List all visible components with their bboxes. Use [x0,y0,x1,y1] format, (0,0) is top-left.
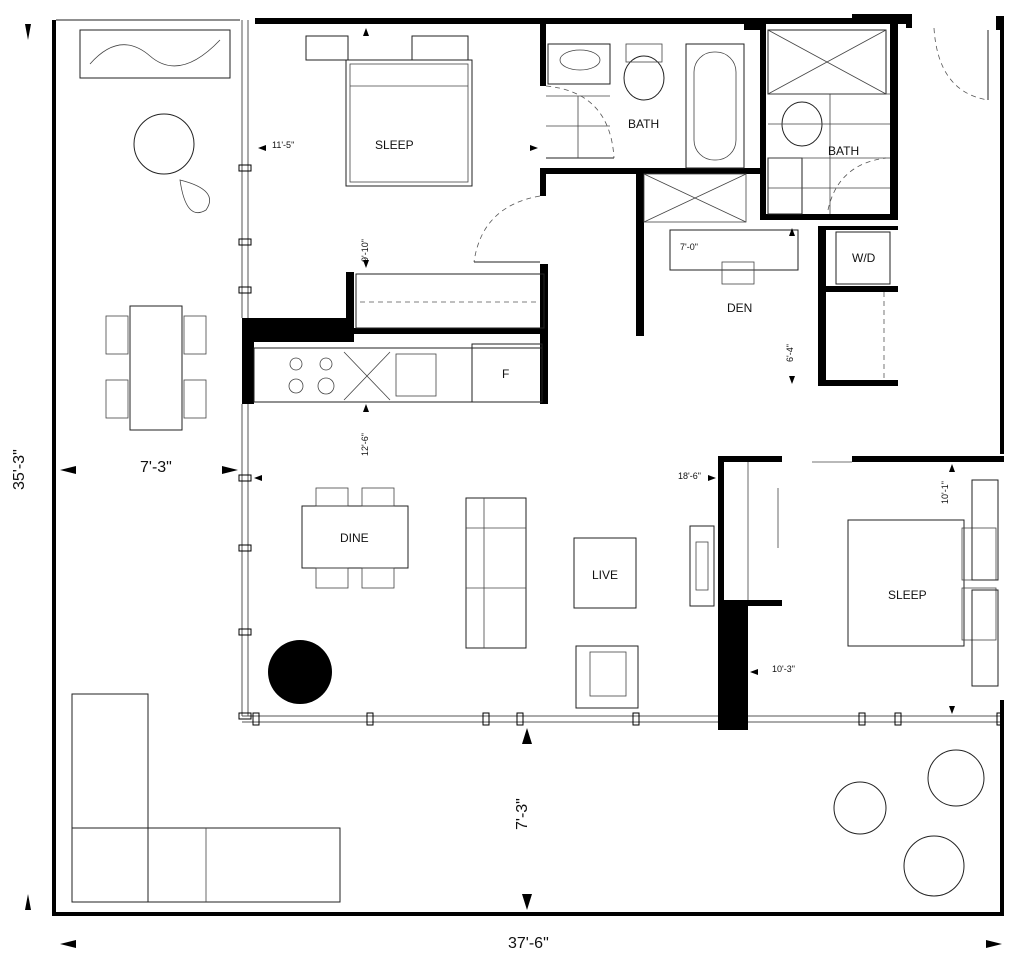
room-label-bath-1: BATH [628,117,659,131]
doors [473,27,989,600]
window-mullion [238,164,252,172]
dim-den-width: 7'-0" [680,242,698,252]
window-mullion [858,712,866,726]
window-mullion [238,474,252,482]
window-mullion [238,544,252,552]
dim-den-depth: 6'-4" [785,344,795,362]
window-mullion [482,712,490,726]
room-label-sleep-2: SLEEP [888,588,927,602]
exterior-walls [242,14,1004,730]
dim-sleep-1-depth: 9'-10" [360,239,370,262]
window-mullions [238,164,1004,726]
dimension-arrows [25,24,1002,948]
dim-balcony-left-depth: 7'-3" [140,459,172,476]
window-mullion [238,628,252,636]
terrace-outline [52,19,1004,916]
room-label-fridge: F [502,367,509,381]
window-mullion [894,712,902,726]
room-label-den: DEN [727,301,752,315]
room-label-dine: DINE [340,531,369,545]
window-mullion [366,712,374,726]
room-label-live: LIVE [592,568,618,582]
room-labels: SLEEP BATH BATH W/D DEN F DINE LIVE SLEE… [340,117,927,602]
living-set [465,497,715,709]
dim-sleep-1-width: 11'-5" [272,140,294,150]
dim-sleep-2-depth: 10'-1" [940,481,950,504]
sleep-1-bed [305,35,473,187]
kitchen-cabinets [253,173,891,403]
dim-kitchen-depth: 12'-6" [360,433,370,456]
sleep-2-bed [847,479,999,687]
window-mullion [996,712,1004,726]
dim-balcony-bottom-depth: 7'-3" [514,798,531,830]
room-label-laundry: W/D [852,251,876,265]
dim-overall-depth: 35'-3" [11,449,28,490]
room-label-bath-2: BATH [828,144,859,158]
glazing [241,20,1000,723]
bath-2-fixtures [767,29,890,215]
bath-1-fixtures [546,43,745,169]
window-mullion [238,286,252,294]
window-mullion [238,712,252,720]
window-mullion [252,712,260,726]
dim-overall-width: 37'-6" [508,935,549,952]
window-mullion [632,712,640,726]
interior-walls [354,24,1004,730]
dim-living-width: 18'-6" [678,471,701,481]
window-mullion [516,712,524,726]
terrace-furniture [71,29,985,903]
dimension-labels: 11'-5" 9'-10" 7'-0" 6'-4" 12'-6" 18'-6" … [11,140,950,952]
dining-set [268,487,409,704]
window-mullion [238,238,252,246]
room-label-sleep-1: SLEEP [375,138,414,152]
dim-sleep-2-width: 10'-3" [772,664,795,674]
